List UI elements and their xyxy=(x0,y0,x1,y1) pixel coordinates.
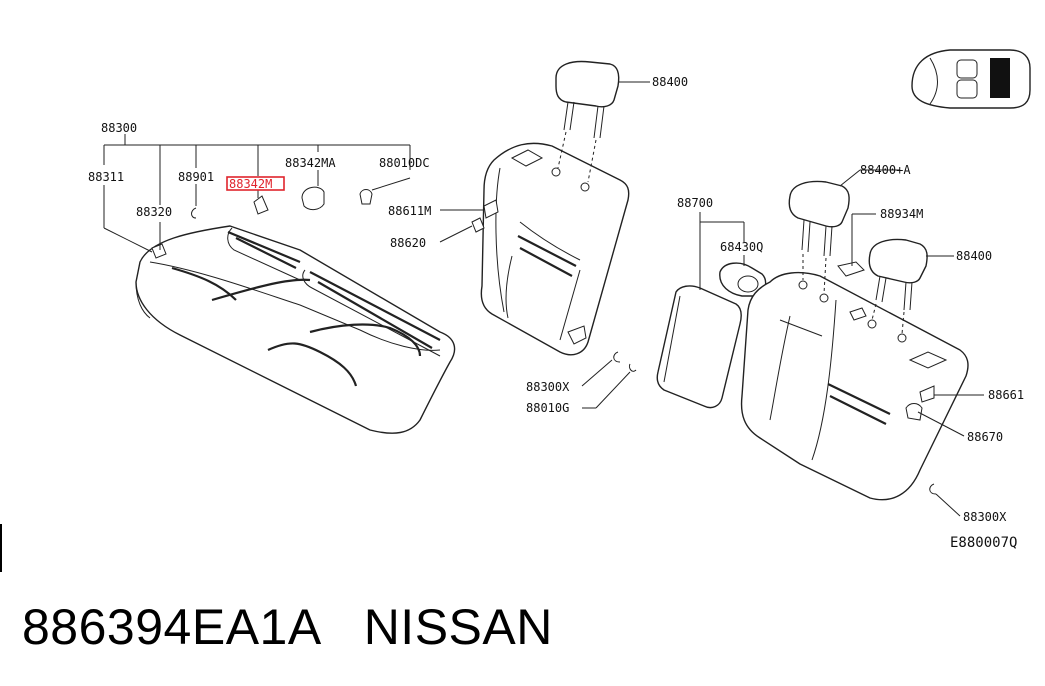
label-88300X-right: 88300X xyxy=(963,510,1007,524)
part-number: 886394EA1A xyxy=(22,599,322,655)
right-seat-back xyxy=(740,180,969,501)
brand-name: NISSAN xyxy=(363,599,553,655)
cup-holder xyxy=(719,262,767,297)
label-88700: 88700 xyxy=(677,196,713,210)
label-88342M: 88342M xyxy=(229,177,272,191)
label-88901: 88901 xyxy=(178,170,214,184)
small-parts xyxy=(151,186,937,495)
label-88934M: 88934M xyxy=(880,207,923,221)
label-88400-top: 88400 xyxy=(652,75,688,89)
label-88661: 88661 xyxy=(988,388,1024,402)
label-88010G: 88010G xyxy=(526,401,569,415)
label-88300: 88300 xyxy=(101,121,137,135)
seat-cushion xyxy=(135,225,456,434)
left-edge-bar xyxy=(0,524,2,572)
label-88611M: 88611M xyxy=(388,204,431,218)
label-88400A: 88400+A xyxy=(860,163,911,177)
leader-lines xyxy=(103,81,984,517)
label-88620: 88620 xyxy=(390,236,426,250)
label-88342MA: 88342MA xyxy=(285,156,336,170)
part-labels: 88300 88311 88901 88342M 88342MA 88010DC… xyxy=(88,75,1024,551)
label-88300X-mid: 88300X xyxy=(526,380,570,394)
footer-caption: 886394EA1A NISSAN xyxy=(22,598,595,656)
car-location-icon xyxy=(911,49,1031,109)
armrest xyxy=(656,285,742,409)
diagram-code: E880007Q xyxy=(950,535,1017,551)
label-88670: 88670 xyxy=(967,430,1003,444)
label-88311: 88311 xyxy=(88,170,124,184)
highlight-box xyxy=(226,176,285,191)
label-68430Q: 68430Q xyxy=(720,240,763,254)
label-88010DC: 88010DC xyxy=(379,156,430,170)
left-seat-back xyxy=(480,60,630,356)
label-88320: 88320 xyxy=(136,205,172,219)
label-88400-right: 88400 xyxy=(956,249,992,263)
